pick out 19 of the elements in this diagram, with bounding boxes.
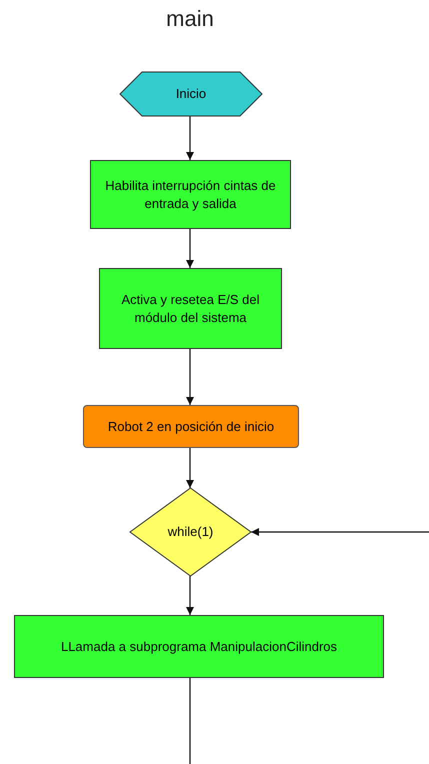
arrow (186, 576, 194, 615)
process-box (83, 405, 299, 448)
arrow (186, 116, 194, 160)
node-label: Habilita interrupción cintas de entrada y salida (104, 176, 277, 212)
process-box (14, 615, 384, 678)
arrow (186, 448, 194, 488)
decision-diamond (130, 488, 251, 576)
diagram-title: main (165, 6, 215, 32)
arrow (251, 528, 429, 536)
process-box (90, 160, 291, 229)
arrow (186, 229, 194, 268)
terminal-hexagon (120, 72, 262, 116)
node-label: LLamada a subprograma ManipulacionCilindros (60, 638, 338, 656)
arrow (186, 349, 194, 405)
node-label: Robot 2 en posición de inicio (108, 418, 274, 436)
node-label: Activa y resetea E/S del módulo del sistema (120, 290, 260, 326)
node-label: Inicio (176, 85, 206, 103)
node-label: while(1) (168, 523, 214, 541)
process-box (99, 268, 282, 349)
